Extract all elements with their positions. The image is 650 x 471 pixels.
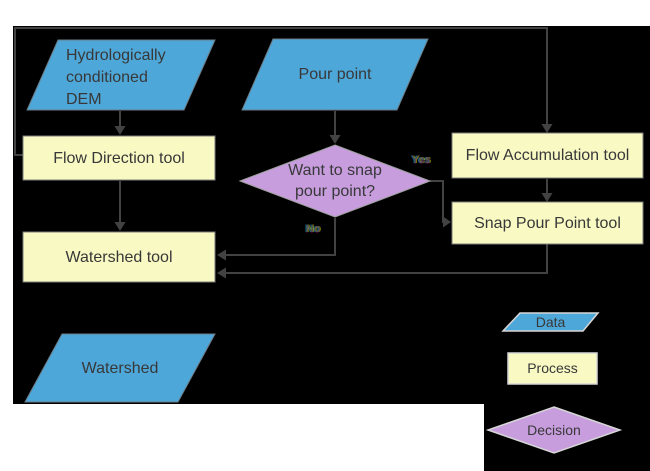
arrowhead-into-snap <box>443 216 451 228</box>
snap-pour-point-box <box>451 201 644 245</box>
arrowhead-snap-into-watershedtool <box>217 267 226 279</box>
arrowhead-no-into-watershedtool <box>217 249 226 261</box>
flow-accumulation-box <box>451 132 644 179</box>
arrowhead-into-flowaccumulation <box>541 124 553 133</box>
arrowhead-into-decision <box>329 135 341 144</box>
legend-data-parallelogram <box>501 312 600 332</box>
arrowhead-into-snap-top <box>541 193 553 202</box>
legend-decision-diamond <box>485 406 623 454</box>
arrowheads <box>114 124 553 279</box>
connectors <box>14 27 548 274</box>
dem-parallelogram <box>26 39 216 111</box>
arrowhead-into-watershedtool-top <box>114 222 126 231</box>
watershed-tool-box <box>22 231 216 283</box>
watershed-parallelogram <box>24 333 216 403</box>
flow-direction-box <box>22 135 216 181</box>
edge-flowdirection-to-flowaccumulation <box>14 27 548 156</box>
pour-point-parallelogram <box>241 38 429 111</box>
arrowhead-into-flowdirection <box>114 126 126 135</box>
legend-process-box <box>507 352 598 385</box>
decision-diamond <box>238 144 432 218</box>
edge-decision-no <box>226 218 336 256</box>
edge-snap-to-watershedtool <box>226 244 548 274</box>
